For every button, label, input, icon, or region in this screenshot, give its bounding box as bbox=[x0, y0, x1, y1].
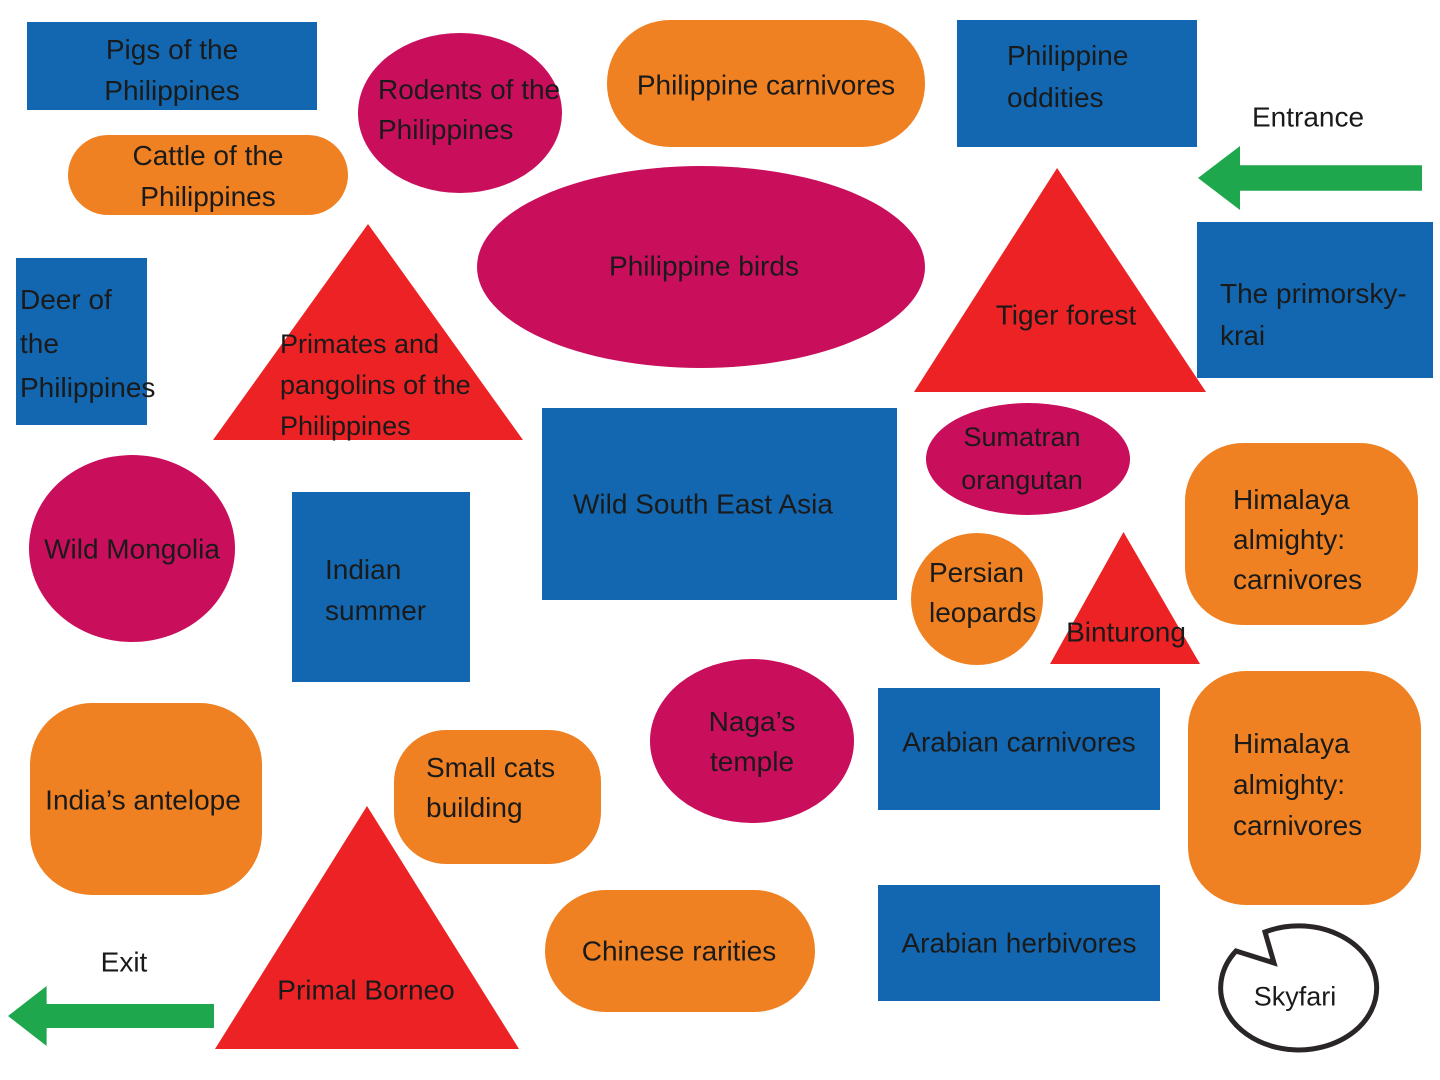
area-himalaya-almighty-top-label: Himalaya almighty: carnivores bbox=[1233, 484, 1363, 595]
area-chinese-rarities-label: Chinese rarities bbox=[581, 935, 777, 967]
area-philippine-birds-shape bbox=[477, 166, 925, 368]
area-wild-south-east-asia-label: Wild South East Asia bbox=[573, 488, 833, 520]
area-philippine-carnivores-shape bbox=[607, 20, 925, 147]
area-indias-antelope-label: India’s antelope bbox=[45, 784, 241, 816]
area-nagas-temple-label: Naga’s temple bbox=[708, 706, 796, 777]
area-indias-antelope-shape bbox=[30, 703, 262, 895]
area-wild-mongolia-label: Wild Mongolia bbox=[44, 533, 220, 565]
area-philippine-oddities-shape bbox=[957, 20, 1197, 147]
area-pigs-shape bbox=[27, 22, 317, 110]
area-primorsky-krai-shape bbox=[1197, 222, 1433, 378]
area-sumatran-orangutan-label: Sumatran orangutan bbox=[961, 422, 1083, 495]
area-himalaya-almighty-top-shape bbox=[1185, 443, 1418, 625]
area-arabian-carnivores-label: Arabian carnivores bbox=[902, 726, 1136, 758]
area-philippine-carnivores-label: Philippine carnivores bbox=[636, 69, 896, 101]
area-tiger-forest-shape bbox=[914, 168, 1206, 392]
area-persian-leopards-label: Persian leopards bbox=[929, 557, 1037, 628]
area-arabian-herbivores-label: Arabian herbivores bbox=[901, 927, 1137, 959]
area-tiger-forest-label: Tiger forest bbox=[995, 299, 1137, 331]
area-sumatran-orangutan-shape bbox=[926, 403, 1130, 515]
area-himalaya-almighty-bottom-label: Himalaya almighty: carnivores bbox=[1233, 728, 1363, 841]
area-philippine-birds-label: Philippine birds bbox=[609, 250, 799, 282]
area-indian-summer-label: Indian summer bbox=[325, 554, 427, 626]
area-indian-summer-shape bbox=[292, 492, 470, 682]
area-primal-borneo-label: Primal Borneo bbox=[277, 974, 455, 1006]
area-binturong-label: Binturong bbox=[1066, 616, 1186, 648]
exit-label: Exit bbox=[100, 946, 148, 978]
area-himalaya-almighty-bottom-shape bbox=[1188, 671, 1421, 905]
area-wild-south-east-asia-shape bbox=[542, 408, 897, 600]
area-persian-leopards-shape bbox=[911, 533, 1043, 665]
area-rodents-label: Rodents of the Philippines bbox=[378, 74, 561, 145]
area-arabian-herbivores-shape bbox=[878, 885, 1160, 1001]
area-nagas-temple-shape bbox=[650, 659, 854, 823]
area-small-cats-shape bbox=[394, 730, 601, 864]
area-cattle-shape bbox=[68, 135, 348, 215]
area-wild-mongolia-shape bbox=[29, 455, 235, 642]
area-deer-label: Deer of the Philippines bbox=[20, 284, 156, 403]
area-cattle-label: Cattle of the Philippines bbox=[132, 140, 284, 212]
notched-circle-icon bbox=[1218, 923, 1380, 1053]
area-rodents-shape bbox=[358, 33, 562, 193]
entrance-label: Entrance bbox=[1251, 101, 1365, 133]
area-primates-pangolins-label: Primates and pangolins of the Philippine… bbox=[280, 329, 471, 441]
area-chinese-rarities-shape bbox=[545, 890, 815, 1012]
area-primorsky-krai-label: The primorsky- krai bbox=[1220, 278, 1407, 351]
entrance-arrow-icon bbox=[1198, 146, 1422, 210]
area-philippine-oddities-label: Philippine oddities bbox=[1007, 40, 1129, 113]
area-small-cats-label: Small cats building bbox=[426, 752, 556, 823]
area-arabian-carnivores-shape bbox=[878, 688, 1160, 810]
exit-arrow-icon bbox=[8, 986, 214, 1046]
skyfari-station-icon bbox=[1218, 923, 1380, 1053]
skyfari-label: Skyfari bbox=[1253, 981, 1337, 1012]
area-pigs-label: Pigs of the Philippines bbox=[104, 34, 240, 106]
area-deer-shape bbox=[16, 258, 147, 425]
